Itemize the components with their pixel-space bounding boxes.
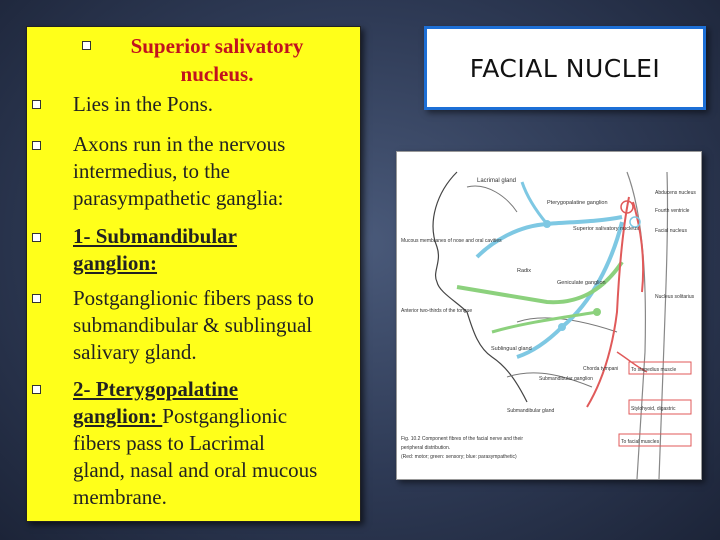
label-geniculate: Geniculate ganglion (557, 280, 606, 286)
bullet-text-4a: Postganglionic fibers pass to (73, 286, 314, 310)
label-anterior-tongue: Anterior two-thirds of the tongue (401, 308, 472, 314)
label-submandibular-ganglion: Submandibular ganglion (539, 376, 593, 382)
sensory-fiber (456, 260, 624, 305)
bullet-icon (32, 100, 41, 109)
label-box (628, 399, 692, 415)
facial-nerve-figure: Lacrimal gland Pterygopalatine ganglion … (396, 151, 702, 480)
slide-title: FACIAL NUCLEI (469, 53, 661, 83)
label-pterygopalatine: Pterygopalatine ganglion (547, 200, 608, 206)
figure-caption-line-3: (Red: motor; green: sensory; blue: paras… (401, 454, 517, 460)
label-stylohyoid: Stylohyoid, digastric (631, 406, 676, 412)
label-facial-nucleus: Facial nucleus (655, 228, 687, 234)
bullet-icon (82, 41, 91, 50)
label-mucous: Mucous membranes of nose and oral caviti… (401, 238, 502, 244)
eye-outline (466, 185, 518, 213)
label-fourth-ventricle: Fourth ventricle (655, 208, 690, 214)
label-submandibular-gland: Submandibular gland (507, 408, 554, 414)
bullet-text-5b-rest: Postganglionic (162, 404, 288, 428)
sensory-fiber (491, 310, 598, 334)
bullet-text-3b: ganglion: (73, 251, 158, 275)
label-superior-salivatory: Superior salivatory nucleus (573, 226, 639, 232)
bullet-text-4b: submandibular & sublingual (73, 313, 313, 337)
bullet-text-5a: 2- Pterygopalatine (73, 377, 239, 401)
motor-fiber (616, 351, 648, 373)
label-solitary: Nucleus solitarius (655, 294, 695, 300)
bullet-text-5b: ganglion: Postganglionic (73, 403, 287, 429)
label-lacrimal: Lacrimal gland (477, 178, 516, 184)
brainstem-outline (626, 171, 647, 480)
label-to-facial-muscles: To facial muscles (621, 439, 660, 445)
bullet-text-2a: Axons run in the nervous (73, 132, 286, 156)
label-box (618, 433, 692, 447)
facial-nerve-diagram: Lacrimal gland Pterygopalatine ganglion … (401, 171, 696, 480)
heading-line-1: Superior salivatory (130, 34, 304, 58)
bullet-text-4c: salivary gland. (73, 340, 197, 364)
palate-outline (516, 317, 618, 333)
ganglion-marker (543, 220, 551, 228)
text-panel: Superior salivatory nucleus. Lies in the… (26, 26, 361, 522)
bullet-text-5d: gland, nasal and oral mucous (73, 458, 318, 482)
motor-fiber (586, 196, 630, 408)
bullet-text-3a: 1- Submandibular (73, 224, 237, 248)
nucleus-marker (629, 216, 641, 228)
bullet-text-1: Lies in the Pons. (73, 92, 213, 116)
bullet-icon (32, 141, 41, 150)
label-radix: Radix (517, 268, 531, 274)
bullet-text-5c: fibers pass to Lacrimal (73, 431, 265, 455)
bullet-text-2b: intermedius, to the (73, 159, 230, 183)
jaw-outline (506, 372, 593, 388)
bullet-text-2c: parasympathetic ganglia: (73, 186, 284, 210)
heading-line-2: nucleus. (180, 62, 254, 86)
label-abducens: Abducens nucleus (655, 190, 696, 196)
parasympathetic-fiber (516, 221, 624, 359)
parasympathetic-fiber (520, 181, 549, 225)
brainstem-outline-right (658, 171, 669, 480)
bullet-text-5b-bold: ganglion: (73, 404, 163, 428)
ganglion-marker (593, 308, 601, 316)
bullet-text-5e: membrane. (73, 485, 167, 509)
bullet-icon (32, 294, 41, 303)
ganglion-marker (558, 323, 566, 331)
title-box: FACIAL NUCLEI (424, 26, 706, 110)
head-outline (432, 171, 528, 403)
bullet-icon (32, 385, 41, 394)
label-chorda: Chorda tympani (583, 366, 618, 372)
figure-caption-line-1: Fig. 10.2 Component fibres of the facial… (401, 436, 523, 442)
label-sublingual: Sublingual gland (491, 346, 532, 352)
nucleus-marker (620, 200, 634, 214)
motor-fiber (632, 201, 645, 293)
label-box (628, 361, 692, 375)
label-to-stapedius: To stapedius muscle (631, 367, 677, 373)
figure-caption-line-2: peripheral distribution. (401, 445, 450, 451)
bullet-icon (32, 233, 41, 242)
